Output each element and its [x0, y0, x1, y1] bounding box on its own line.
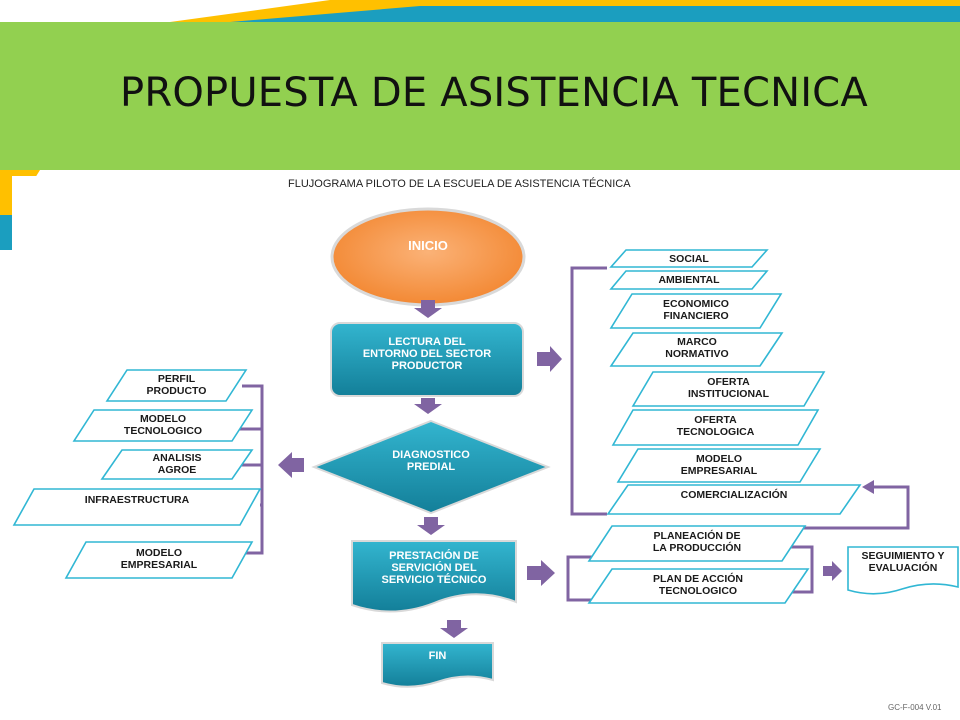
fin-node — [381, 642, 494, 688]
seguimiento-node — [847, 546, 959, 595]
right-item-economico-financiero — [609, 293, 783, 329]
title-band — [0, 22, 960, 170]
arrow-left — [278, 452, 304, 478]
diagram-subtitle: FLUJOGRAMA PILOTO DE LA ESCUELA DE ASIST… — [288, 178, 631, 190]
left-item-analisis-agroe — [100, 449, 254, 480]
left-item-modelo-empresarial — [64, 541, 254, 579]
arrow-down — [414, 398, 442, 414]
arrow-down — [417, 517, 445, 535]
left-item-modelo-tecnologico — [72, 409, 254, 442]
diagnostico-node — [311, 419, 551, 515]
right-item-social — [609, 249, 769, 268]
left-bracket — [232, 384, 264, 555]
down-arrows — [414, 300, 468, 638]
plan-item-plan-accion — [587, 568, 810, 604]
right-item-modelo-empresarial — [616, 448, 822, 483]
arrow-right — [527, 560, 555, 586]
left-item-perfil-producto — [105, 369, 248, 402]
right-item-comercializacion — [606, 484, 862, 515]
plan-loop — [778, 545, 814, 594]
right-item-oferta-institucional — [631, 371, 826, 407]
lectura-node — [330, 322, 524, 397]
arrow-right — [823, 561, 842, 581]
inicio-node — [330, 207, 526, 307]
page-title: PROPUESTA DE ASISTENCIA TECNICA — [120, 70, 868, 116]
right-item-ambiental — [609, 270, 769, 290]
loop-arrowhead — [862, 480, 874, 494]
left-item-infraestructura — [12, 488, 262, 526]
comercializacion-loop — [783, 485, 910, 530]
arrow-down — [440, 620, 468, 638]
right-item-oferta-tecnologica — [611, 409, 820, 446]
right-item-marco-normativo — [609, 332, 784, 367]
arrow-right — [537, 346, 562, 372]
right-bracket — [570, 266, 607, 516]
footer-code: GC-F-004 V.01 — [888, 703, 942, 712]
prestacion-node — [351, 540, 517, 613]
arrow-down — [414, 300, 442, 318]
plan-item-planeacion — [587, 525, 807, 562]
